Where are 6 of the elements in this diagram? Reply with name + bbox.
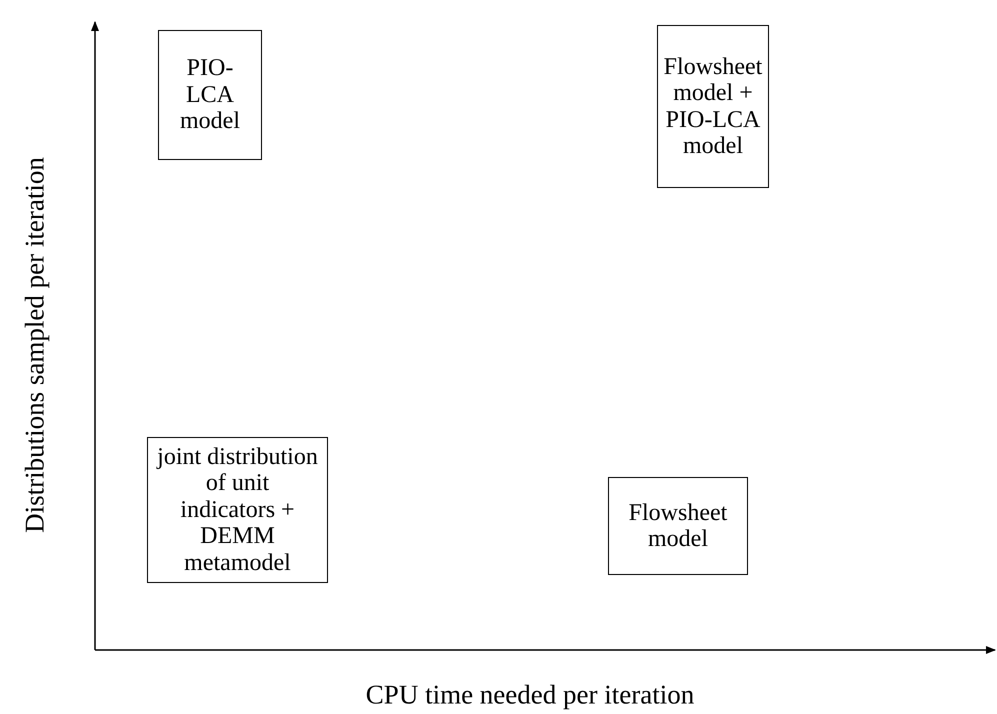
text-box: Flowsheet model	[608, 477, 748, 575]
x-axis-title: CPU time needed per iteration	[366, 680, 694, 710]
y-axis-title: Distributions sampled per iteration	[20, 157, 50, 533]
text-box: Flowsheet model + PIO-LCA model	[657, 25, 769, 188]
text-box: joint distribution of unit indicators + DEMM metamodel	[147, 437, 328, 583]
text-box: PIO-LCA model	[158, 30, 262, 160]
